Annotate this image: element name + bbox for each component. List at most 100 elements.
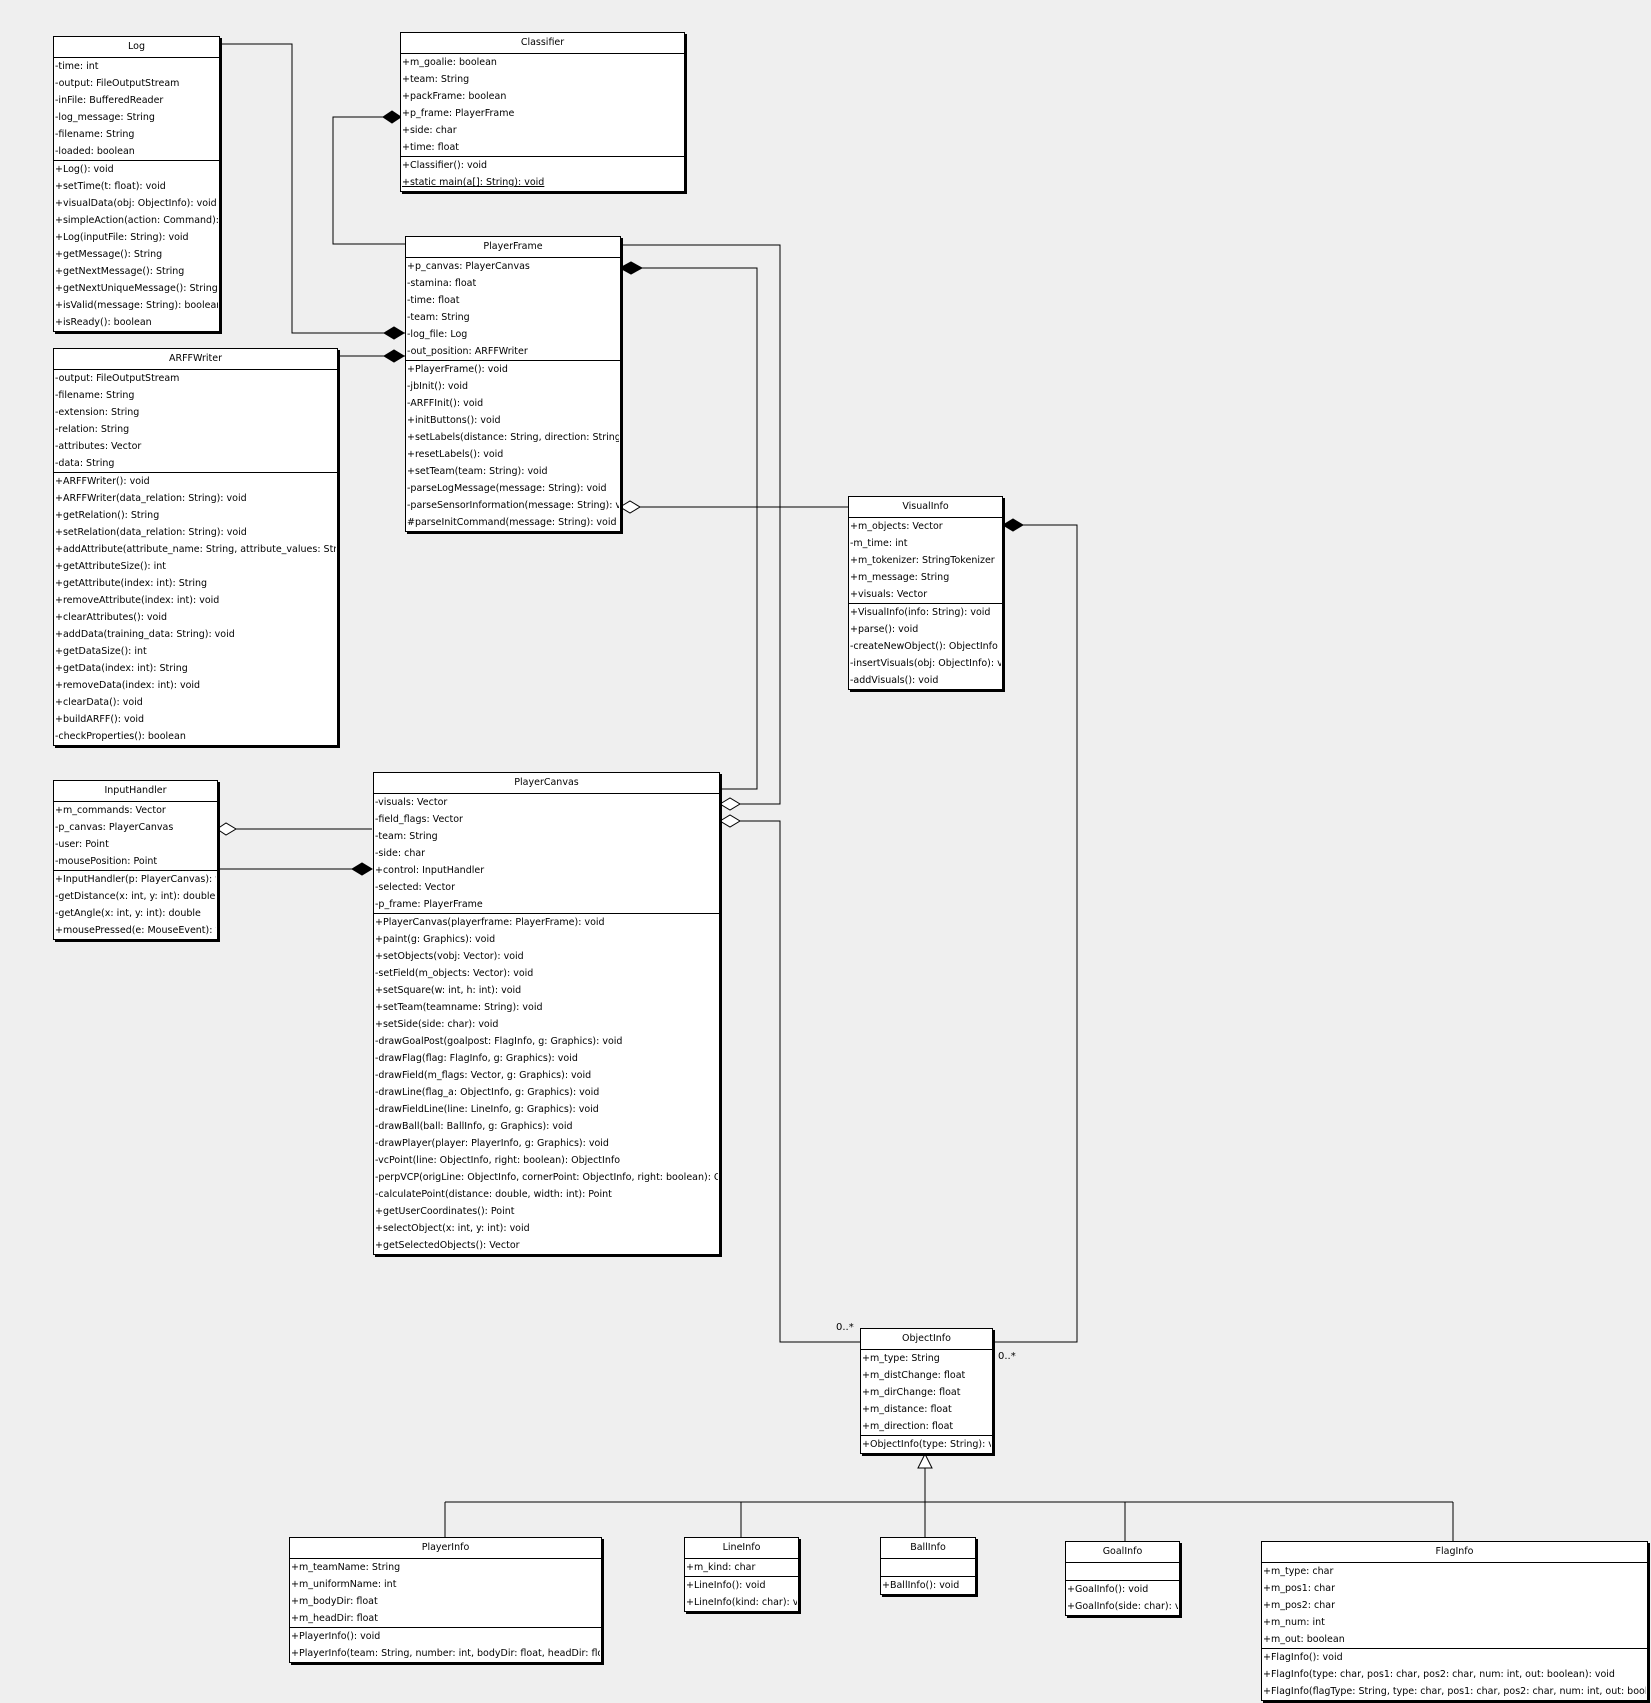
method-row: +clearData(): void [55,697,143,708]
attribute-row: +p_canvas: PlayerCanvas [407,261,530,272]
class-name: InputHandler [54,781,217,802]
attribute-row: -filename: String [55,129,135,140]
method-row: +LineInfo(kind: char): void [686,1597,797,1608]
method-row: +getSelectedObjects(): Vector [375,1240,520,1251]
attribute-row: -p_canvas: PlayerCanvas [55,822,174,833]
attribute-row: +packFrame: boolean [402,91,507,102]
attribute-row: +m_pos1: char [1263,1583,1335,1594]
class-name: BallInfo [881,1538,975,1559]
method-row: +selectObject(x: int, y: int): void [375,1223,530,1234]
class-arffwriter[interactable]: ARFFWriter -output: FileOutputStream -file… [53,348,338,746]
class-visualinfo[interactable]: VisualInfo+m_objects: Vector-m_time: int… [848,496,1003,690]
method-row: +getData(index: int): String [55,663,188,674]
method-row: +setObjects(vobj: Vector): void [375,951,524,962]
methods-section: +BallInfo(): void [881,1576,975,1594]
aggregation-diamond-inputhandler [216,822,237,836]
generalization-arrowhead [917,1452,933,1469]
class-name: Log [54,37,219,58]
method-row: -ARFFInit(): void [407,398,484,409]
method-row: -perpVCP(origLine: ObjectInfo, cornerPoi… [375,1172,718,1183]
attribute-row: -filename: String [55,390,135,401]
attributes-section: +m_teamName: String+m_uniformName: int+m… [290,1559,601,1627]
class-playercanvas[interactable]: PlayerCanvas-visuals: Vector-field_flags… [373,772,720,1255]
method-row: -jbInit(): void [407,381,469,392]
class-objectinfo[interactable]: ObjectInfo+m_type: String+m_distChange: … [860,1328,993,1454]
attributes-section: -time: int-output: FileOutputStream-inFi… [54,58,219,160]
method-row: +GoalInfo(): void [1067,1584,1149,1595]
attribute-row: -m_time: int [850,538,908,549]
method-row: +buildARFF(): void [55,714,145,725]
method-row: +initButtons(): void [407,415,501,426]
method-row: +PlayerInfo(team: String, number: int, b… [291,1648,600,1659]
attribute-row: +time: float [402,142,459,153]
attribute-row: -inFile: BufferedReader [55,95,164,106]
attribute-row: +m_goalie: boolean [402,57,497,68]
class-inputhandler[interactable]: InputHandler+m_commands: Vector-p_canvas… [53,780,218,940]
method-row: +static main(a[]: String): void [402,177,545,188]
method-row: +getNextUniqueMessage(): String [55,283,218,294]
class-name: FlagInfo [1262,1542,1647,1563]
composition-diamond-canvas [618,261,644,275]
method-row: +FlagInfo(type: char, pos1: char, pos2: … [1263,1669,1615,1680]
attributes-section: -output: FileOutputStream -filename: Stri… [54,370,337,472]
method-row: +paint(g: Graphics): void [375,934,496,945]
composition-diamond-inputhandler [351,862,373,876]
method-row: -drawPlayer(player: PlayerInfo, g: Graph… [375,1138,609,1149]
attribute-row: -output: FileOutputStream [55,373,180,384]
aggregation-diamond-canvas-objects [719,814,741,828]
method-row: -calculatePoint(distance: double, width:… [375,1189,612,1200]
aggregation-diamond-canvas-frame [719,797,741,811]
attributes-section: +m_commands: Vector-p_canvas: PlayerCanv… [54,802,217,870]
class-playerinfo[interactable]: PlayerInfo+m_teamName: String+m_uniformN… [289,1537,602,1663]
attribute-row: +m_out: boolean [1263,1634,1345,1645]
methods-section: +LineInfo(): void+LineInfo(kind: char): … [685,1576,798,1611]
method-row: +addData(training_data: String): void [55,629,235,640]
attribute-row: -extension: String [55,407,140,418]
method-row: +BallInfo(): void [882,1580,960,1591]
classifier-playerframe-connector [332,116,405,245]
method-row: -drawLine(flag_a: ObjectInfo, g: Graphic… [375,1087,600,1098]
attribute-row: -time: float [407,295,460,306]
class-classifier[interactable]: Classifier+m_goalie: boolean+team: Strin… [400,32,685,192]
method-row: +VisualInfo(info: String): void [850,607,991,618]
method-row: +removeAttribute(index: int): void [55,595,220,606]
attribute-row: -visuals: Vector [375,797,448,808]
attribute-row: +m_headDir: float [291,1613,378,1624]
method-row: -getDistance(x: int, y: int): double [55,891,216,902]
composition-diamond-classifier [382,110,402,124]
visualinfo-objectinfo-connector [993,524,1078,1343]
class-log[interactable]: Log-time: int-output: FileOutputStream-i… [53,36,220,332]
attribute-row: +m_teamName: String [291,1562,401,1573]
attributes-section [1066,1563,1179,1580]
attribute-row: -log_message: String [55,112,155,123]
method-row: -drawGoalPost(goalpost: FlagInfo, g: Gra… [375,1036,623,1047]
attribute-row: +m_objects: Vector [850,521,943,532]
class-playerframe[interactable]: PlayerFrame+p_canvas: PlayerCanvas-stami… [405,236,621,532]
method-row: -parseSensorInformation(message: String)… [407,500,619,511]
method-row: -setField(m_objects: Vector): void [375,968,534,979]
method-row: +getRelation(): String [55,510,160,521]
method-row: -parseLogMessage(message: String): void [407,483,607,494]
method-row: +ObjectInfo(type: String): void [862,1439,991,1450]
method-row: +Log(inputFile: String): void [55,232,189,243]
class-goalinfo[interactable]: GoalInfo+GoalInfo(): void+GoalInfo(side:… [1065,1541,1180,1616]
class-name: ARFFWriter [54,349,337,370]
method-row: +InputHandler(p: PlayerCanvas): void [55,874,216,885]
method-row: +isValid(message: String): boolean [55,300,218,311]
method-row: +PlayerInfo(): void [291,1631,381,1642]
class-flaginfo[interactable]: FlagInfo+m_type: char+m_pos1: char+m_pos… [1261,1541,1648,1701]
class-lineinfo[interactable]: LineInfo+m_kind: char+LineInfo(): void+L… [684,1537,799,1612]
multiplicity-canvas-objects: 0..* [836,1322,854,1333]
attribute-row: -loaded: boolean [55,146,135,157]
method-row: -getAngle(x: int, y: int): double [55,908,201,919]
multiplicity-visual-objects: 0..* [998,1351,1016,1362]
method-row: +setTime(t: float): void [55,181,166,192]
attribute-row: +m_bodyDir: float [291,1596,378,1607]
method-row: +GoalInfo(side: char): void [1067,1601,1178,1612]
class-name: PlayerFrame [406,237,620,258]
composition-diamond-arff [383,349,405,363]
attribute-row: +control: InputHandler [375,865,485,876]
canvas-objectinfo-connector [738,820,860,1343]
methods-section: +FlagInfo(): void+FlagInfo(type: char, p… [1262,1648,1647,1700]
class-ballinfo[interactable]: BallInfo +BallInfo(): void [880,1537,976,1595]
